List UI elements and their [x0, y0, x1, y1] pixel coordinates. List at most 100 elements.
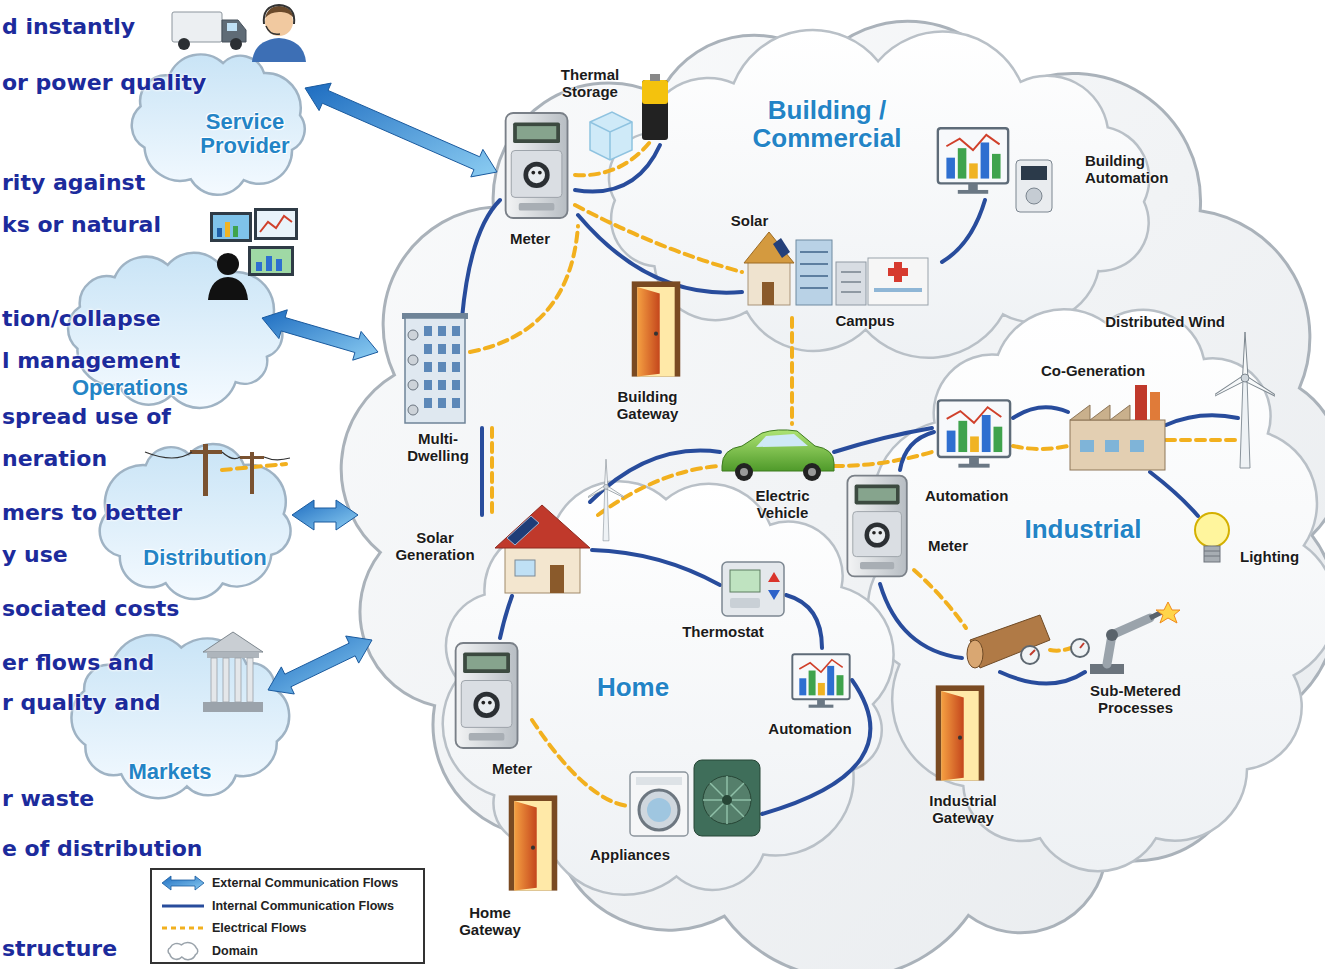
- monitor-icon: [266, 256, 272, 271]
- electric-vehicle: [808, 468, 816, 476]
- label-anchor: Home Gateway: [455, 904, 525, 938]
- building-automation-icon: [1016, 160, 1052, 212]
- truck-icon: [172, 12, 222, 42]
- external-arrow: [268, 636, 372, 694]
- icon-label: Building Gateway: [600, 388, 695, 422]
- apartment-building: [424, 326, 460, 408]
- label-anchor: Building Automation: [1085, 152, 1180, 186]
- label-anchor: er flows and: [2, 650, 154, 676]
- electric-vehicle: [722, 430, 834, 481]
- battery: [650, 74, 660, 81]
- icon-label: Sub-Metered Processes: [1068, 682, 1203, 716]
- icon-label: Meter: [918, 537, 978, 554]
- light-bulb: [1204, 546, 1220, 562]
- label-anchor: mers to better: [2, 500, 182, 526]
- cloud-outline: [868, 309, 1325, 871]
- label-anchor: Automation: [925, 487, 1035, 504]
- factory: [1105, 440, 1119, 452]
- building-automation-icon: [938, 128, 1008, 194]
- electrical-flows: [490, 428, 494, 512]
- industrial-automation-icon: [938, 400, 1010, 467]
- legend-sample: [160, 943, 206, 959]
- label-anchor: Meter: [482, 760, 542, 777]
- monitor-icon: [257, 211, 295, 237]
- apartment-building: [408, 330, 418, 415]
- paper-rolls: [1030, 650, 1035, 655]
- air-conditioner: [694, 760, 760, 836]
- electric-vehicle: [756, 434, 808, 447]
- apartment-building: [408, 380, 418, 390]
- legend-text: External Communication Flows: [212, 875, 483, 891]
- label-anchor: Campus: [825, 312, 905, 329]
- campus-buildings: [874, 288, 922, 292]
- apartment-building: [452, 344, 460, 354]
- legend-sample: [162, 876, 204, 890]
- robot-arm: [1071, 639, 1089, 657]
- factory: [1080, 440, 1094, 452]
- label-anchor: Automation: [750, 720, 870, 737]
- external-communication-arrows: [262, 83, 497, 694]
- icon-label: Industrial Gateway: [913, 792, 1013, 826]
- house-icon: [550, 565, 564, 593]
- meter-icon: [847, 476, 906, 577]
- external-arrow: [292, 500, 358, 530]
- label-anchor: Distributed Wind: [1100, 313, 1225, 330]
- washing-machine: [630, 772, 688, 836]
- truck-icon: [230, 38, 242, 50]
- thermostat-icon: [768, 572, 780, 582]
- market-building: [247, 658, 253, 702]
- apartment-building: [438, 326, 446, 336]
- legend-row: Electrical Flows: [152, 917, 423, 939]
- electrical-flows: [470, 226, 578, 352]
- house-icon: [507, 516, 539, 545]
- cropped-benefit-text: neration: [2, 446, 107, 472]
- paper-rolls: [967, 640, 983, 668]
- campus-buildings: [888, 268, 908, 276]
- meter-icon: [506, 113, 568, 218]
- campus-buildings: [868, 258, 928, 305]
- apartment-building: [405, 318, 465, 423]
- label-anchor: Appliances: [585, 846, 675, 863]
- apartment-building: [452, 380, 460, 390]
- domain-label: Industrial: [1018, 515, 1148, 543]
- label-anchor: Thermal Storage: [545, 66, 635, 100]
- domain-label: Home: [578, 673, 688, 701]
- power-pole: [240, 456, 264, 459]
- legend-text: Domain: [212, 943, 483, 959]
- cropped-benefit-text: rity against: [2, 170, 145, 196]
- cropped-benefit-text: r quality and: [2, 690, 161, 716]
- gateway-door: [936, 685, 985, 780]
- paper-rolls: [1021, 646, 1039, 664]
- electric-vehicle: [803, 463, 821, 481]
- ice-block: [590, 112, 632, 160]
- cropped-benefit-text: tion/collapse: [2, 306, 161, 332]
- market-building: [235, 658, 241, 702]
- meter-icon: [456, 643, 518, 748]
- washing-machine: [647, 798, 671, 822]
- building-automation-icon: [1021, 166, 1047, 180]
- battery: [642, 74, 668, 140]
- legend-sample: [162, 927, 204, 930]
- label-anchor: r quality and: [2, 690, 161, 716]
- icon-label: Appliances: [585, 846, 675, 863]
- cropped-benefit-text: structure: [2, 936, 117, 962]
- cropped-benefit-text: d instantly: [2, 14, 135, 40]
- legend-sample: [160, 875, 206, 891]
- factory: [1135, 385, 1147, 420]
- air-conditioner: [722, 795, 732, 805]
- label-anchor: Multi-Dwelling: [398, 430, 478, 464]
- campus-buildings: [800, 252, 828, 288]
- domain-label: Service Provider: [180, 110, 310, 158]
- label-anchor: structure: [2, 936, 117, 962]
- battery: [642, 80, 668, 140]
- air-conditioner: [694, 760, 760, 836]
- domain-label: Operations: [60, 376, 200, 400]
- legend-row: Internal Communication Flows: [152, 895, 423, 917]
- cropped-benefit-text: mers to better: [2, 500, 182, 526]
- cropped-benefit-text: y use: [2, 542, 68, 568]
- factory: [1150, 392, 1160, 420]
- label-anchor: ks or natural: [2, 212, 161, 238]
- monitor-icon: [276, 259, 282, 271]
- factory: [1070, 420, 1165, 470]
